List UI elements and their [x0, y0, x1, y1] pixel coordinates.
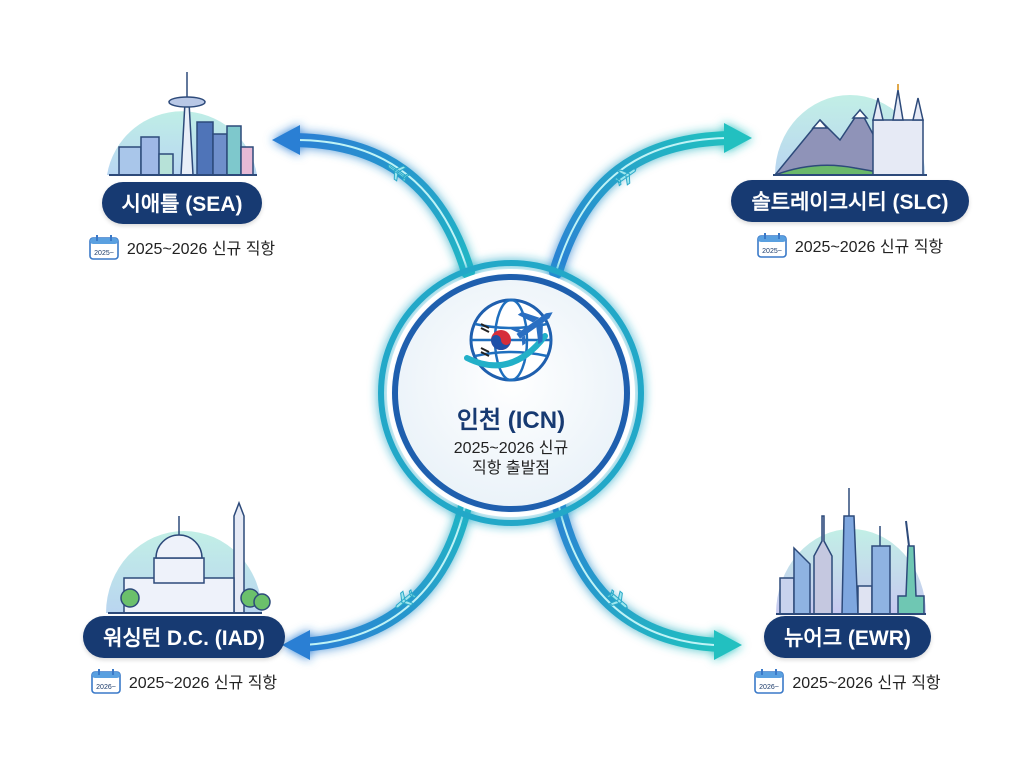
hub-icn: 인천 (ICN) 2025~2026 신규 직항 출발점: [380, 262, 642, 524]
capitol-monument-icon: [106, 500, 271, 614]
calendar-icon: 2025~: [89, 235, 119, 260]
svg-text:2026~: 2026~: [760, 684, 780, 691]
svg-text:2026~: 2026~: [96, 684, 116, 691]
plane-icon: [387, 164, 637, 609]
seattle-skyline-icon: [107, 72, 257, 176]
hub-ring: [378, 260, 644, 526]
svg-text:2025~: 2025~: [94, 250, 114, 257]
calendar-icon: 2026~: [754, 669, 785, 694]
hub-title: 인천 (ICN): [456, 407, 566, 434]
destination-note-sea: 2025~ 2025~2026 신규 직항: [89, 234, 275, 260]
salt-lake-temple-mountains-icon: [773, 84, 927, 176]
destination-note-ewr: 2026~ 2025~2026 신규 직항: [754, 668, 941, 694]
calendar-icon: 2025~: [757, 233, 787, 258]
calendar-icon: 2026~: [91, 669, 121, 694]
new-york-skyline-liberty-icon: [775, 488, 926, 615]
route-arrow-slc: [549, 123, 752, 279]
destination-label-sea: 시애틀 (SEA): [101, 182, 263, 224]
route-arrow-sea: [272, 125, 475, 279]
destination-label-iad: 워싱턴 D.C. (IAD): [83, 616, 285, 658]
destination-iad: 워싱턴 D.C. (IAD) 2026~ 2025~2026 신규 직항: [78, 498, 290, 694]
destination-note-iad: 2026~ 2025~2026 신규 직항: [91, 668, 277, 694]
destination-sea: 시애틀 (SEA) 2025~ 2025~2026 신규 직항: [82, 62, 282, 260]
destination-label-ewr: 뉴어크 (EWR): [764, 616, 931, 658]
destination-ewr: 뉴어크 (EWR) 2026~ 2025~2026 신규 직항: [735, 486, 960, 694]
destination-label-slc: 솔트레이크시티 (SLC): [731, 180, 969, 222]
destination-note-slc: 2025~ 2025~2026 신규 직항: [757, 232, 943, 258]
hub-subtitle: 2025~2026 신규 직항 출발점: [453, 440, 569, 477]
destination-slc: 솔트레이크시티 (SLC) 2025~ 2025~2026 신규 직항: [725, 80, 975, 258]
globe-plane-korea-flag-icon: [464, 298, 553, 382]
svg-text:2025~: 2025~: [762, 248, 782, 255]
